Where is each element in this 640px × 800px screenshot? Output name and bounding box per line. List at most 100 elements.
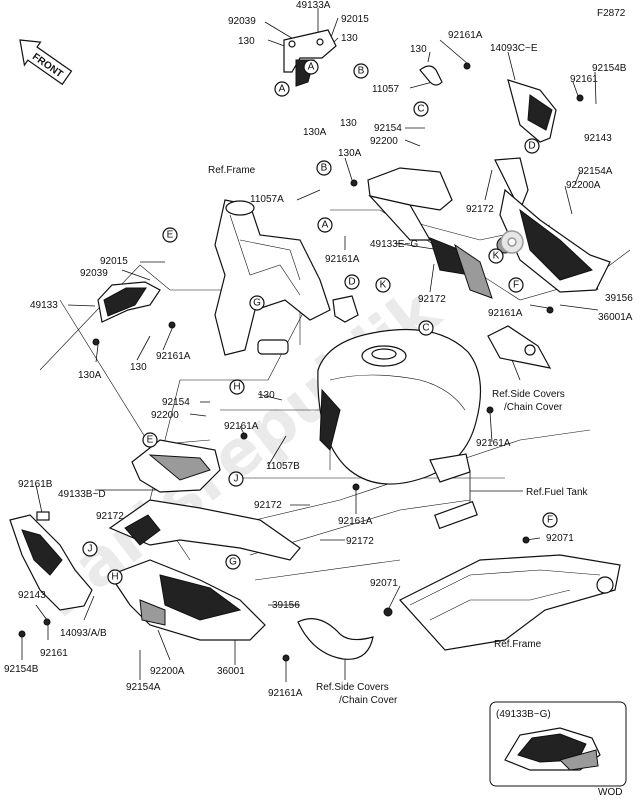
part-label: 92015 <box>100 256 128 267</box>
fasteners <box>18 62 584 662</box>
part-label: 92172 <box>466 204 494 215</box>
ref-label: Ref.Side Covers <box>316 682 389 693</box>
side-cover-36001A <box>494 157 611 293</box>
callout-circle: A <box>274 81 290 97</box>
part-label: 92172 <box>96 511 124 522</box>
part-label: 130 <box>258 390 275 401</box>
part-label: 11057 <box>372 84 400 95</box>
svg-text:B: B <box>321 163 328 174</box>
side-cover-36001 <box>109 559 266 641</box>
part-label: 92161 <box>40 648 68 659</box>
callout-circle: B <box>316 160 332 176</box>
fuel-tank <box>317 328 482 485</box>
callout-circle: E <box>142 432 158 448</box>
ref-label: /Chain Cover <box>339 695 398 706</box>
part-label: 92154 <box>162 397 190 408</box>
part-label: 92015 <box>341 14 369 25</box>
callout-circle: C <box>413 101 429 117</box>
ref-label: Ref.Side Covers <box>492 389 565 400</box>
svg-text:K: K <box>380 280 387 291</box>
callout-circle: J <box>82 541 98 557</box>
part-label: 92161A <box>448 30 483 41</box>
manual-reference-icon <box>500 230 524 254</box>
part-label: 11057A <box>250 194 284 205</box>
svg-text:C: C <box>417 104 424 115</box>
bracket-49133A <box>283 29 337 87</box>
svg-text:B: B <box>358 66 365 77</box>
svg-text:A: A <box>308 62 315 73</box>
svg-text:K: K <box>493 251 500 262</box>
callout-circle: A <box>303 59 319 75</box>
part-label: 92200 <box>370 136 398 147</box>
part-label: 92161A <box>156 351 191 362</box>
part-label: 130 <box>340 118 357 129</box>
svg-text:F: F <box>547 515 553 526</box>
part-label: 14093C~E <box>490 43 538 54</box>
cover-14093 <box>9 511 93 611</box>
part-label: 130 <box>410 44 427 55</box>
svg-text:J: J <box>88 544 93 555</box>
callout-circle: B <box>353 63 369 79</box>
part-label: 11057B <box>266 461 300 472</box>
part-label: 130 <box>238 36 255 47</box>
part-label: 92154 <box>374 123 402 134</box>
svg-text:A: A <box>279 84 286 95</box>
svg-text:E: E <box>167 230 174 241</box>
part-label: 49133E~G <box>370 239 418 250</box>
callout-circle: D <box>344 274 360 290</box>
callout-circle: J <box>228 471 244 487</box>
part-label: 36001A <box>598 312 633 323</box>
part-label: 92154B <box>592 63 627 74</box>
part-label: 130 <box>341 33 358 44</box>
part-label: 92161A <box>268 688 303 699</box>
part-label: 49133B~D <box>58 489 106 500</box>
part-label: 92071 <box>546 533 574 544</box>
part-label: 92161A <box>224 421 259 432</box>
svg-text:C: C <box>422 323 429 334</box>
part-label: 92200A <box>566 180 601 191</box>
inset-label: (49133B~G) <box>496 709 551 720</box>
svg-text:H: H <box>111 572 118 583</box>
part-labels: 92039 49133A 92015 130 130 92161A 130 14… <box>4 0 633 706</box>
part-label: 92071 <box>370 578 398 589</box>
svg-text:A: A <box>322 220 329 231</box>
part-label: 92200A <box>150 666 185 677</box>
part-label: 92143 <box>584 133 612 144</box>
part-label: 92039 <box>228 16 256 27</box>
part-label: 49133A <box>296 0 331 11</box>
callout-circle: K <box>375 277 391 293</box>
svg-text:G: G <box>253 298 261 309</box>
callout-circle: F <box>508 277 524 293</box>
ref-side-cover-lower <box>297 618 374 660</box>
svg-text:F: F <box>513 280 519 291</box>
ref-side-cover-right <box>487 325 552 369</box>
inner-cover-49133E <box>367 167 493 299</box>
callout-circle: A <box>317 217 333 233</box>
part-label: 130A <box>78 370 102 381</box>
part-label: 92172 <box>346 536 374 547</box>
frame-rear <box>399 500 621 651</box>
callout-circle: D <box>524 138 540 154</box>
part-label: 92154B <box>4 664 39 675</box>
part-label: 92172 <box>418 294 446 305</box>
ref-label: Ref.Frame <box>208 165 256 176</box>
inset-box: (49133B~G) <box>489 701 627 787</box>
frame-upper <box>214 199 331 356</box>
bottom-code: WOD <box>598 787 622 798</box>
part-label: 92039 <box>80 268 108 279</box>
part-label: 36001 <box>217 666 245 677</box>
part-label: 39156 <box>605 293 633 304</box>
callout-circle: H <box>229 379 245 395</box>
svg-text:E: E <box>147 435 154 446</box>
part-label: 92161B <box>18 479 53 490</box>
svg-text:G: G <box>229 557 237 568</box>
callout-circle: K <box>488 248 504 264</box>
svg-text:J: J <box>234 474 239 485</box>
ref-label: /Chain Cover <box>504 402 563 413</box>
clip-11057 <box>419 65 443 86</box>
part-label: 92161A <box>325 254 360 265</box>
part-label: 92143 <box>18 590 46 601</box>
part-label: 130A <box>338 148 362 159</box>
ref-label: Ref.Fuel Tank <box>526 487 589 498</box>
